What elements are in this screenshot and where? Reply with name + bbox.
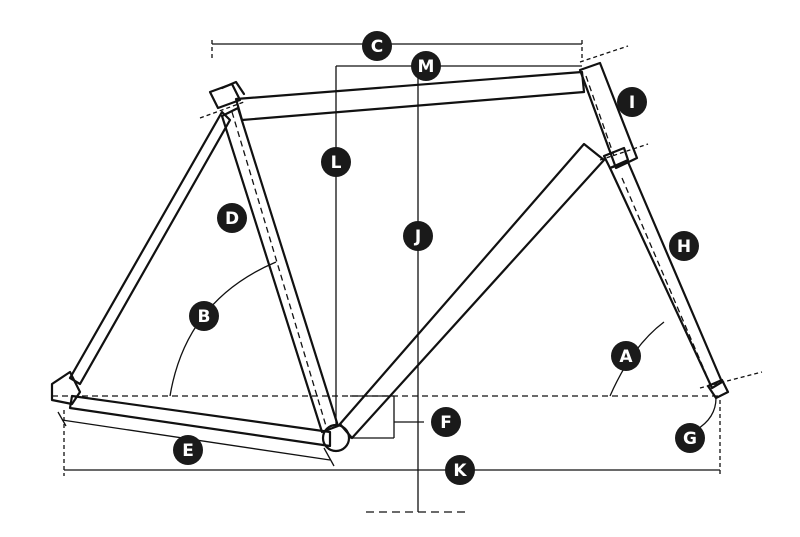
e-left-tick xyxy=(57,411,67,427)
badge-f: F xyxy=(431,407,461,437)
chain-stay xyxy=(68,394,332,448)
badge-b: B xyxy=(189,301,219,331)
badge-d: D xyxy=(217,203,247,233)
badge-i-circle xyxy=(617,87,647,117)
badge-a-label: A xyxy=(619,347,633,367)
badge-g: G xyxy=(675,423,705,453)
badge-j-label: J xyxy=(414,227,421,247)
badge-l: L xyxy=(321,147,351,177)
badge-k-label: K xyxy=(453,461,467,481)
badge-k-circle xyxy=(445,455,475,485)
badge-m-label: M xyxy=(418,57,435,77)
a-tick xyxy=(699,371,763,389)
fork-dropout xyxy=(706,378,730,400)
badge-d-label: D xyxy=(225,209,239,229)
badge-k: K xyxy=(445,455,475,485)
badge-l-label: L xyxy=(331,153,342,173)
g-leader xyxy=(695,397,717,431)
bottom-bracket xyxy=(321,423,351,453)
rear-dropout xyxy=(50,370,82,406)
badge-j-circle xyxy=(403,221,433,251)
h-dimension-line xyxy=(621,177,707,375)
badge-j: J xyxy=(403,221,433,251)
badge-g-label: G xyxy=(683,429,697,449)
badge-b-circle xyxy=(189,301,219,331)
seat-stay xyxy=(68,110,232,386)
badge-a-circle xyxy=(611,341,641,371)
badge-c-label: C xyxy=(371,37,383,57)
e-right-tick xyxy=(323,447,335,467)
b-angle-arc xyxy=(169,261,277,397)
badge-e: E xyxy=(173,435,203,465)
seatpost-top xyxy=(220,80,246,96)
i-top-tick xyxy=(579,45,629,63)
badge-c-circle xyxy=(362,31,392,61)
badge-b-label: B xyxy=(198,307,211,327)
badge-f-circle xyxy=(431,407,461,437)
badge-h-label: H xyxy=(677,237,691,257)
badge-e-circle xyxy=(173,435,203,465)
badge-i-label: I xyxy=(629,93,635,113)
badge-m-circle xyxy=(411,51,441,81)
badge-a: A xyxy=(611,341,641,371)
measurement-lines xyxy=(52,40,763,513)
badge-g-circle xyxy=(675,423,705,453)
badge-f-label: F xyxy=(440,413,452,433)
badge-l-circle xyxy=(321,147,351,177)
i-dimension-line xyxy=(585,75,615,157)
d-dimension-line xyxy=(231,111,327,427)
badge-h-circle xyxy=(669,231,699,261)
badge-i: I xyxy=(617,87,647,117)
down-tube xyxy=(338,142,606,440)
head-tube xyxy=(578,61,639,170)
headset-top xyxy=(602,146,630,170)
badge-c: C xyxy=(362,31,392,61)
badge-d-circle xyxy=(217,203,247,233)
badge-m: M xyxy=(411,51,441,81)
badge-h: H xyxy=(669,231,699,261)
dimension-badges: A B C D E F G H xyxy=(173,31,705,485)
seat-top-tick xyxy=(199,101,245,119)
seat-tube xyxy=(220,106,340,434)
i-bottom-tick xyxy=(599,143,649,161)
frame-outline xyxy=(50,61,730,453)
top-tube xyxy=(234,70,586,122)
badge-e-label: E xyxy=(182,441,194,461)
